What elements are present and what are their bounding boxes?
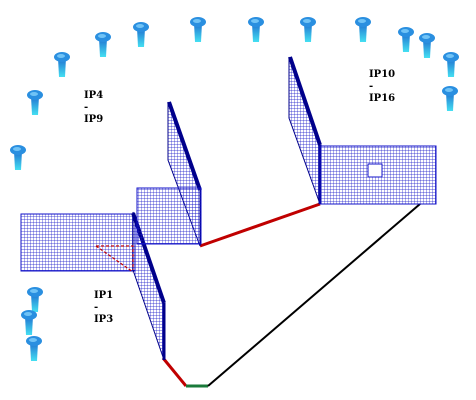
mesh-block-left bbox=[20, 211, 166, 361]
pin-marker-icon bbox=[248, 17, 264, 42]
pin-marker-icon bbox=[10, 145, 26, 170]
marker-group bbox=[10, 17, 459, 361]
pin-marker-icon bbox=[27, 90, 43, 115]
label-group-b-from: IP10 bbox=[369, 69, 396, 80]
pin-marker-icon bbox=[133, 22, 149, 47]
pin-marker-icon bbox=[190, 17, 206, 42]
pin-marker-icon bbox=[21, 310, 37, 335]
black-path-segment bbox=[207, 203, 421, 387]
label-group-a-sep: - bbox=[84, 102, 89, 113]
pin-marker-icon bbox=[419, 33, 435, 58]
label-group-c-from: IP1 bbox=[94, 290, 114, 301]
mesh-block-middle bbox=[136, 101, 202, 247]
label-group-a-from: IP4 bbox=[84, 90, 104, 101]
label-group-a-to: IP9 bbox=[84, 114, 104, 125]
label-group-c-sep: - bbox=[94, 302, 99, 313]
pin-marker-icon bbox=[26, 336, 42, 361]
pin-marker-icon bbox=[300, 17, 316, 42]
connection-paths bbox=[161, 202, 421, 388]
pin-marker-icon bbox=[398, 27, 414, 52]
pin-marker-icon bbox=[443, 52, 459, 77]
label-group-b: IP10 - IP16 bbox=[369, 69, 395, 105]
label-group-c: IP1 - IP3 bbox=[94, 290, 113, 326]
pin-marker-icon bbox=[95, 32, 111, 57]
pin-marker-icon bbox=[442, 86, 458, 111]
mesh-block-right bbox=[288, 56, 437, 205]
red-path-segment-lower bbox=[161, 357, 188, 387]
label-group-c-to: IP3 bbox=[94, 314, 114, 325]
label-group-a: IP4 - IP9 bbox=[84, 90, 103, 126]
label-group-b-to: IP16 bbox=[369, 93, 396, 104]
label-group-b-sep: - bbox=[369, 81, 374, 92]
red-path-segment-upper bbox=[199, 202, 321, 248]
pin-marker-icon bbox=[355, 17, 371, 42]
pin-marker-icon bbox=[54, 52, 70, 77]
pin-marker-icon bbox=[27, 287, 43, 312]
